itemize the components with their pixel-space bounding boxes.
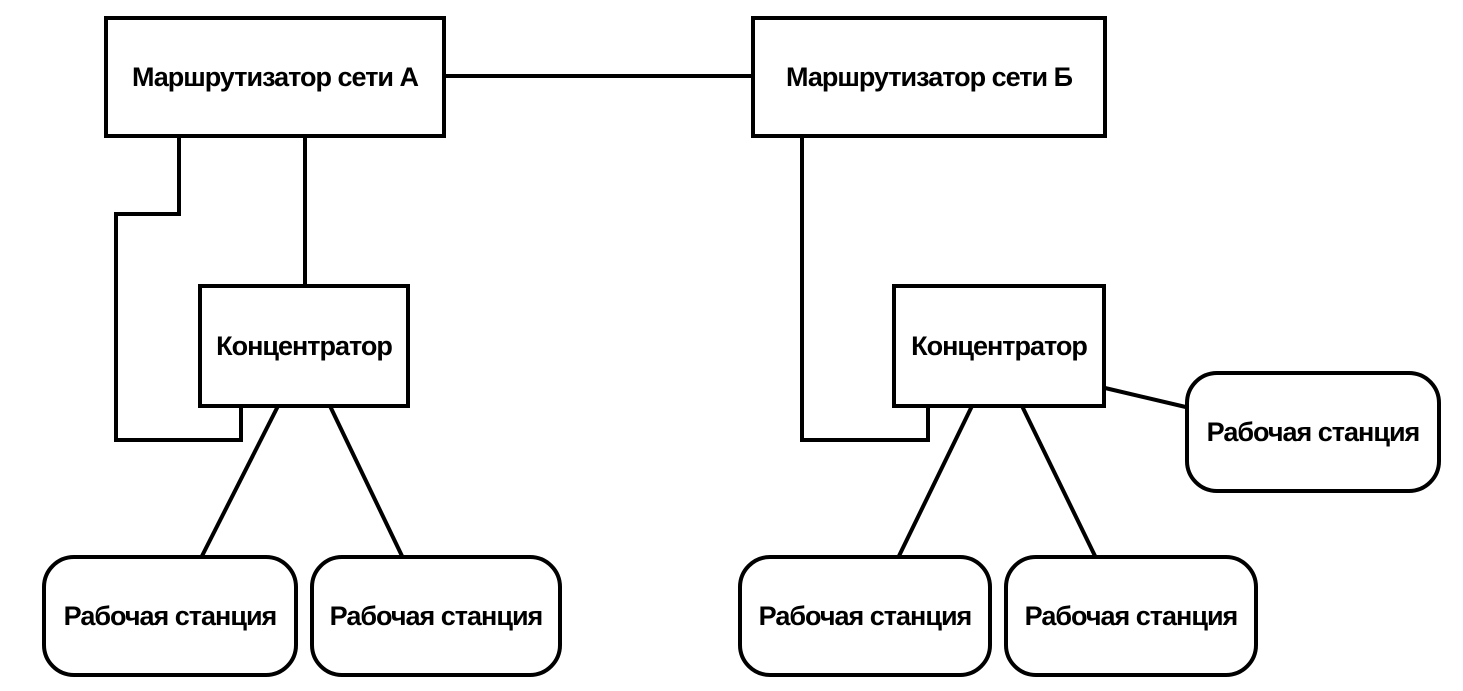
link-router-a-hub-a-loop bbox=[114, 138, 243, 442]
link-router-b-hub-b bbox=[800, 138, 930, 442]
workstation-3: Рабочая станция bbox=[738, 555, 992, 677]
hub-b-box: Концентратор bbox=[892, 284, 1106, 408]
workstation-label: Рабочая станция bbox=[1024, 600, 1239, 631]
workstation-1: Рабочая станция bbox=[42, 555, 298, 677]
hub-a-label: Концентратор bbox=[216, 330, 393, 361]
link-hub-a-ws-2 bbox=[328, 405, 404, 557]
router-a-box: Маршрутизатор сети А bbox=[104, 16, 446, 138]
link-hub-b-ws-5 bbox=[1104, 386, 1191, 410]
workstation-label: Рабочая станция bbox=[758, 600, 973, 631]
router-b-label: Маршрутизатор сети Б bbox=[786, 61, 1073, 92]
workstation-label: Рабочая станция bbox=[63, 600, 278, 631]
workstation-label: Рабочая станция bbox=[329, 600, 544, 631]
workstation-label: Рабочая станция bbox=[1206, 416, 1421, 447]
workstation-5: Рабочая станция bbox=[1185, 371, 1441, 493]
workstation-4: Рабочая станция bbox=[1004, 555, 1258, 677]
router-a-label: Маршрутизатор сети А bbox=[131, 61, 419, 92]
workstation-2: Рабочая станция bbox=[310, 555, 562, 677]
link-hub-a-ws-1 bbox=[200, 405, 280, 557]
hub-a-box: Концентратор bbox=[198, 284, 410, 408]
link-hub-b-ws-4 bbox=[1020, 405, 1098, 559]
hub-b-label: Концентратор bbox=[911, 330, 1088, 361]
router-b-box: Маршрутизатор сети Б bbox=[751, 16, 1107, 138]
link-hub-b-ws-3 bbox=[896, 405, 974, 559]
